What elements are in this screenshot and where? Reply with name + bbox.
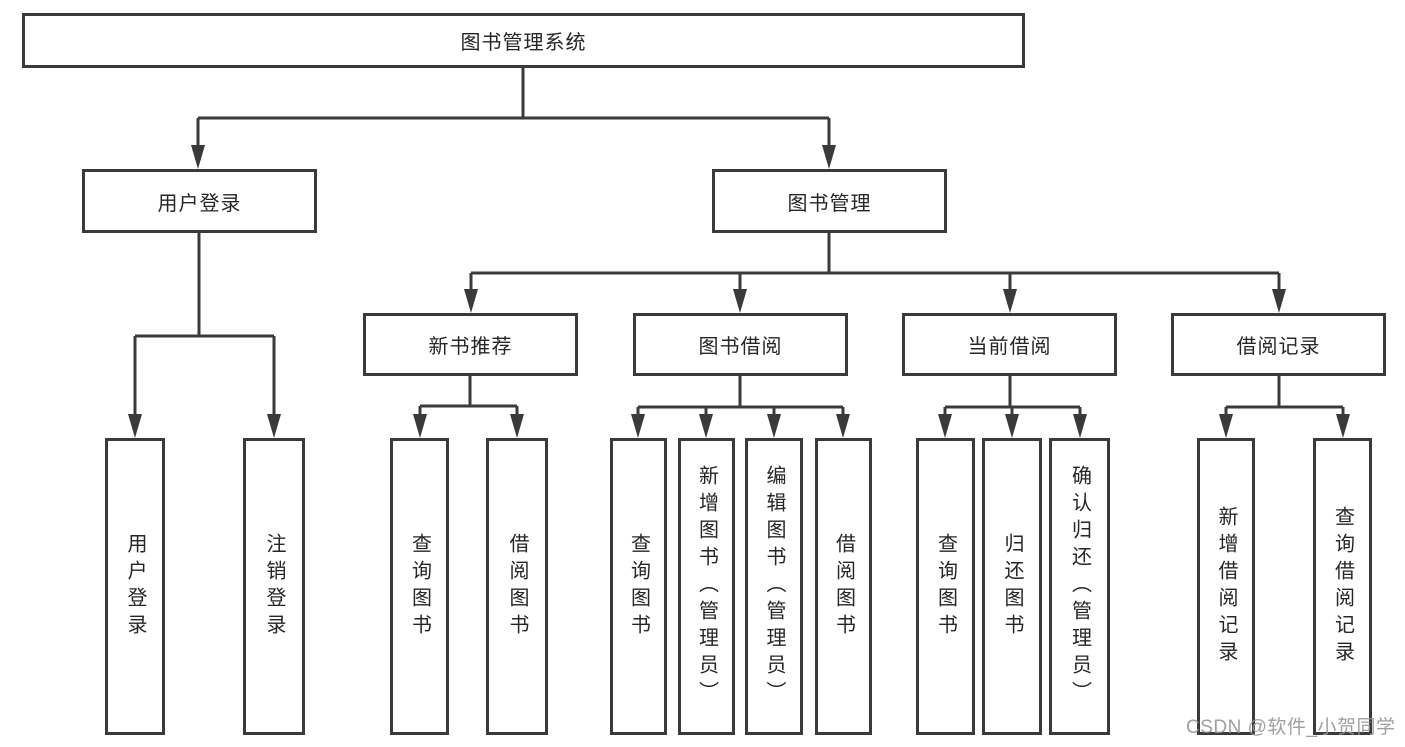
node-label: 新书推荐 xyxy=(428,336,513,358)
arrow-down-icon xyxy=(631,414,645,438)
leaf-user-login: 用户登录 xyxy=(105,438,165,735)
leaf-add-borrow-record: 新增借阅记录 xyxy=(1197,438,1255,735)
leaf-label: 借阅图书 xyxy=(832,532,855,641)
arrow-down-icon xyxy=(767,414,781,438)
leaf-query-borrow-record: 查询借阅记录 xyxy=(1313,438,1372,735)
node-borrow-records: 借阅记录 xyxy=(1171,313,1386,376)
arrow-down-icon xyxy=(128,414,142,438)
leaf-query-books-borrow: 查询图书 xyxy=(610,438,667,735)
leaf-label: 新增借阅记录 xyxy=(1215,505,1237,668)
leaf-label: 查询借阅记录 xyxy=(1331,505,1354,668)
leaf-edit-book-admin: 编辑图书（管理员） xyxy=(745,438,803,735)
csdn-watermark: CSDN @软件_小贺同学 xyxy=(1186,717,1396,738)
leaf-label: 借阅图书 xyxy=(506,532,528,641)
node-label: 借阅记录 xyxy=(1236,336,1321,358)
leaf-query-books-current: 查询图书 xyxy=(916,438,975,735)
node-label: 图书管理系统 xyxy=(460,32,587,54)
arrow-down-icon xyxy=(733,289,747,313)
arrow-down-icon xyxy=(822,145,836,169)
node-new-book-recommend: 新书推荐 xyxy=(363,313,578,376)
arrow-down-icon xyxy=(1336,414,1350,438)
node-library-management-system: 图书管理系统 xyxy=(22,13,1025,68)
arrowhead-icons xyxy=(128,145,1350,438)
leaf-logout: 注销登录 xyxy=(243,438,305,735)
arrow-down-icon xyxy=(1073,414,1087,438)
leaf-label: 编辑图书（管理员） xyxy=(763,465,785,708)
arrow-down-icon xyxy=(1003,289,1017,313)
node-user-login: 用户登录 xyxy=(82,169,317,233)
leaf-return-book: 归还图书 xyxy=(982,438,1042,735)
arrow-down-icon xyxy=(413,414,427,438)
arrow-down-icon xyxy=(267,414,281,438)
node-label: 图书借阅 xyxy=(698,336,783,358)
node-label: 图书管理 xyxy=(787,192,872,215)
node-book-management: 图书管理 xyxy=(712,169,947,233)
node-label: 当前借阅 xyxy=(967,336,1052,358)
leaf-query-books-recommend: 查询图书 xyxy=(390,438,449,735)
leaf-borrow-books: 借阅图书 xyxy=(815,438,872,735)
leaf-label: 确认归还（管理员） xyxy=(1068,465,1091,708)
leaf-label: 查询图书 xyxy=(627,532,650,641)
leaf-label: 用户登录 xyxy=(124,532,146,641)
leaf-label: 查询图书 xyxy=(408,532,431,641)
leaf-borrow-books-recommend: 借阅图书 xyxy=(486,438,548,735)
arrow-down-icon xyxy=(1272,289,1286,313)
node-current-borrow: 当前借阅 xyxy=(902,313,1117,376)
arrow-down-icon xyxy=(510,414,524,438)
leaf-label: 归还图书 xyxy=(1001,532,1023,641)
node-label: 用户登录 xyxy=(157,192,242,215)
leaf-label: 新增图书（管理员） xyxy=(695,465,718,708)
leaf-label: 查询图书 xyxy=(934,532,957,641)
arrow-down-icon xyxy=(699,414,713,438)
leaf-add-book-admin: 新增图书（管理员） xyxy=(678,438,735,735)
leaf-label: 注销登录 xyxy=(263,532,285,641)
arrow-down-icon xyxy=(836,414,850,438)
arrow-down-icon xyxy=(1005,414,1019,438)
arrow-down-icon xyxy=(191,145,205,169)
node-book-borrow: 图书借阅 xyxy=(633,313,848,376)
arrow-down-icon xyxy=(1219,414,1233,438)
leaf-confirm-return-admin: 确认归还（管理员） xyxy=(1049,438,1110,735)
arrow-down-icon xyxy=(464,289,478,313)
arrow-down-icon xyxy=(938,414,952,438)
